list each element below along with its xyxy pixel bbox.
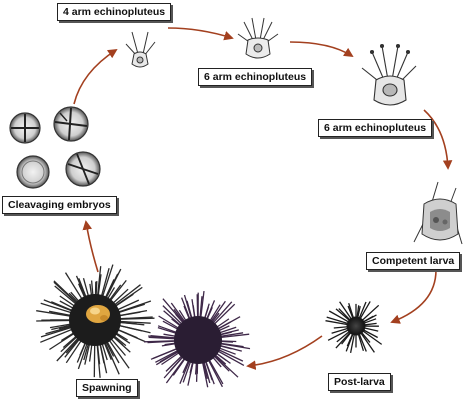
cleaving-embryos-illustration <box>9 106 101 189</box>
post-larva-illustration <box>325 301 383 354</box>
arrow-four-to-six <box>167 27 234 41</box>
four-arm-larva-illustration <box>125 31 156 68</box>
competent-larva-illustration <box>413 181 463 245</box>
arrow-six-to-competent <box>423 109 453 170</box>
label-spawning: Spawning <box>76 379 138 397</box>
spawning-urchin-right-illustration <box>143 291 251 388</box>
gonad-release-illustration <box>86 305 110 323</box>
label-cleavaging-embryos: Cleavaging embryos <box>2 196 117 214</box>
label-post-larva: Post-larva <box>328 373 391 391</box>
cycle-arrows <box>73 27 453 370</box>
arrow-cleavage-to-four <box>73 48 118 105</box>
six-arm-larva-a-illustration <box>237 17 279 59</box>
label-six-arm-echinopluteus-a: 6 arm echinopluteus <box>198 68 313 86</box>
arrow-spawning-to-cleavage <box>82 220 99 273</box>
arrow-postlarva-to-spawning <box>246 335 323 370</box>
six-arm-larva-b-illustration <box>361 43 417 106</box>
arrow-competent-to-postlarva <box>390 269 437 324</box>
label-four-arm-echinopluteus: 4 arm echinopluteus <box>57 3 172 21</box>
label-competent-larva: Competent larva <box>366 252 461 270</box>
arrow-six-to-six <box>289 41 354 58</box>
spawning-urchin-left-illustration <box>36 264 155 378</box>
label-six-arm-echinopluteus-b: 6 arm echinopluteus <box>318 119 433 137</box>
